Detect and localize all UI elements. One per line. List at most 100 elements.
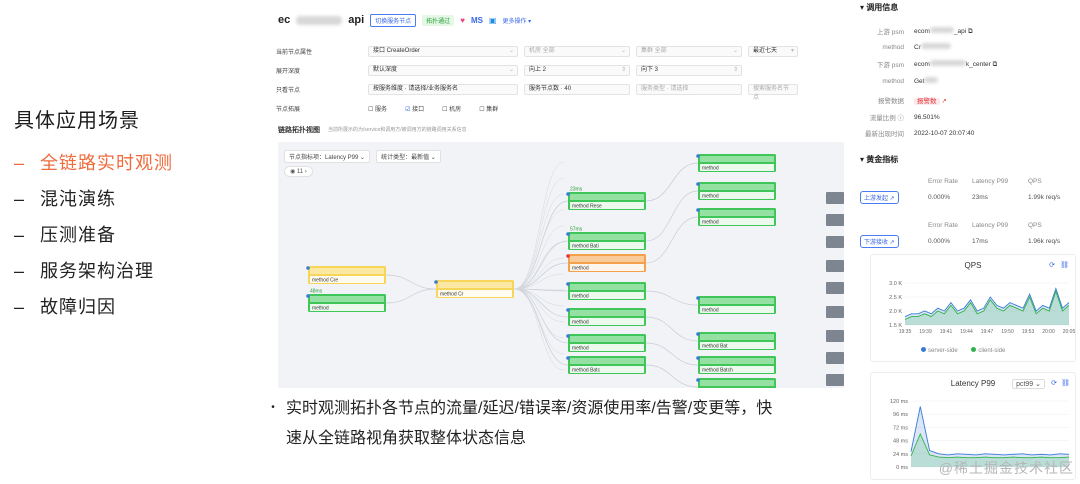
topology-node[interactable]: method Batch	[696, 356, 776, 374]
percentile-select[interactable]: pct99 ⌄	[1012, 379, 1045, 389]
x-tick-label: 19:35	[899, 329, 912, 335]
series-line	[904, 289, 1070, 320]
topology-node[interactable]: method	[696, 154, 776, 172]
slide-caption: •实时观测拓扑各节点的流量/延迟/错误率/资源使用率/告警/变更等，快 速从全链…	[260, 393, 860, 454]
downstream-depth-input[interactable]: 向下 3⇕	[636, 64, 742, 76]
external-link-icon[interactable]: ↗	[941, 98, 947, 105]
topology-node[interactable]: method Cre	[306, 266, 386, 284]
docker-icon[interactable]: ▣	[488, 15, 497, 25]
topology-node[interactable]: method	[566, 334, 646, 352]
topology-node[interactable]: method	[696, 182, 776, 200]
topology-edge	[645, 342, 699, 366]
topology-node[interactable]: method Batc	[566, 356, 646, 374]
refresh-icon[interactable]: ⟳	[1049, 262, 1055, 269]
topology-node-stub[interactable]	[826, 260, 844, 272]
topology-node-stub[interactable]	[826, 214, 844, 226]
topology-node[interactable]: method	[696, 208, 776, 226]
latency-chart-title: Latency P99	[950, 379, 996, 388]
topology-edge	[513, 177, 565, 290]
node-count-select[interactable]: 服务节点数 · 40	[524, 83, 630, 95]
copy-icon[interactable]: ⧉	[968, 27, 973, 35]
topology-node[interactable]: method	[566, 254, 646, 272]
filter-label: 展开深度	[276, 68, 301, 75]
heart-icon[interactable]: ♥	[460, 15, 465, 25]
y-tick-label: 48 ms	[893, 439, 908, 445]
x-tick-label: 19:47	[981, 329, 994, 335]
topology-edge	[385, 288, 437, 304]
y-tick-label: 24 ms	[893, 452, 908, 458]
upstream-button[interactable]: 上游发起 ↗	[860, 190, 899, 204]
y-tick-label: 1.5 K	[889, 323, 902, 329]
series-line	[910, 432, 1070, 459]
only-node-select[interactable]: 按服务维度 · 请选择/业务服务名	[368, 83, 518, 95]
refresh-icon[interactable]: ⟳	[1051, 380, 1057, 387]
depth-select[interactable]: 默认深度⌄	[368, 64, 518, 76]
topology-node-label: method Cre	[312, 278, 338, 284]
idc-select[interactable]: 机房 全部⌄	[524, 45, 630, 57]
topology-node-label: method	[572, 266, 589, 272]
scenario-item: –故障归因	[14, 297, 116, 317]
topology-node-stub[interactable]	[826, 352, 844, 364]
topology-edge	[513, 225, 565, 290]
cluster-select[interactable]: 集群 全部⌄	[636, 45, 742, 57]
topology-node-stub[interactable]	[826, 192, 844, 204]
topology-node-label: method Bat	[702, 344, 728, 350]
checkbox-idc[interactable]: ☐ 机房	[442, 106, 462, 113]
topology-node[interactable]: method Cr	[434, 280, 514, 298]
service-name-prefix: ec	[278, 14, 291, 26]
ms-icon[interactable]: MS	[470, 15, 483, 25]
upstream-depth-input[interactable]: 向上 2⇕	[524, 64, 630, 76]
topology-canvas[interactable]: method Cre method 48ms method Cr method Res…	[278, 142, 844, 388]
topology-graph[interactable]: method Cre method 48ms method Cr method Res…	[278, 142, 844, 388]
topology-node[interactable]: method Batch	[696, 378, 776, 388]
more-actions-link[interactable]: 更多操作 ▾	[502, 18, 532, 25]
metric-select[interactable]: 节点指标项：Latency P99 ⌄	[284, 150, 371, 163]
alert-badge[interactable]: 报警数	[914, 98, 940, 105]
topology-node-label: method Rese	[572, 204, 602, 210]
node-attr-select[interactable]: 接口 CreateOrder⌄	[368, 45, 518, 57]
downstream-button[interactable]: 下游接收 ↗	[860, 234, 899, 248]
filter-label: 节点拓展	[276, 106, 301, 113]
caption-line-1: 实时观测拓扑各节点的流量/延迟/错误率/资源使用率/告警/变更等，快	[286, 400, 773, 417]
topology-node-stub[interactable]	[826, 236, 844, 248]
expand-toggle[interactable]: ◉ 11 ›	[284, 166, 313, 177]
scenario-item: –服务架构治理	[14, 261, 154, 281]
topology-edge	[645, 290, 699, 306]
series-line	[904, 287, 1070, 318]
topology-node[interactable]: method	[566, 308, 646, 326]
status-badge: 拓扑通过	[422, 14, 455, 26]
topology-node-stub[interactable]	[826, 282, 844, 294]
topology-node[interactable]: method Bat	[696, 332, 776, 350]
checkbox-service[interactable]: ☐ 服务	[368, 106, 388, 113]
topology-edge	[645, 162, 699, 202]
stat-type-select[interactable]: 统计类型：最新值 ⌄	[376, 150, 441, 163]
time-range-select[interactable]: 最近七天▾	[748, 45, 798, 57]
link-icon[interactable]: ⛓	[1060, 262, 1069, 269]
topology-node-stub[interactable]	[826, 306, 844, 318]
golden-metrics-title[interactable]: ▾ 黄金指标	[860, 155, 899, 164]
topology-node[interactable]: method	[696, 296, 776, 314]
copy-icon[interactable]: ⧉	[992, 60, 998, 68]
topology-node[interactable]: method	[566, 282, 646, 300]
topology-toolbar: 节点指标项：Latency P99 ⌄ 统计类型：最新值 ⌄	[284, 150, 441, 163]
service-type-select[interactable]: 服务类型 · 请选择	[636, 83, 742, 95]
topology-node-stub[interactable]	[826, 330, 844, 342]
checkbox-cluster[interactable]: ☐ 集群	[479, 106, 499, 113]
switch-node-button[interactable]: 切换服务节点	[370, 13, 417, 27]
checkbox-interface[interactable]: ☑ 接口	[405, 106, 425, 113]
blurred-service-name	[296, 15, 343, 25]
topology-node[interactable]: method 48ms	[306, 289, 386, 313]
search-input[interactable]: 搜索服务名节点	[748, 83, 798, 101]
kv-alert: 报警数据报警数 ↗	[878, 98, 947, 105]
call-info-title[interactable]: ▾ 调用信息	[860, 3, 899, 12]
x-tick-label: 19:39	[919, 329, 932, 335]
watermark: @稀土掘金技术社区	[938, 460, 1074, 476]
topology-section-title: 链路拓扑视图	[278, 127, 320, 134]
topology-node-stub[interactable]	[826, 374, 844, 386]
link-icon[interactable]: ⛓	[1061, 380, 1070, 387]
